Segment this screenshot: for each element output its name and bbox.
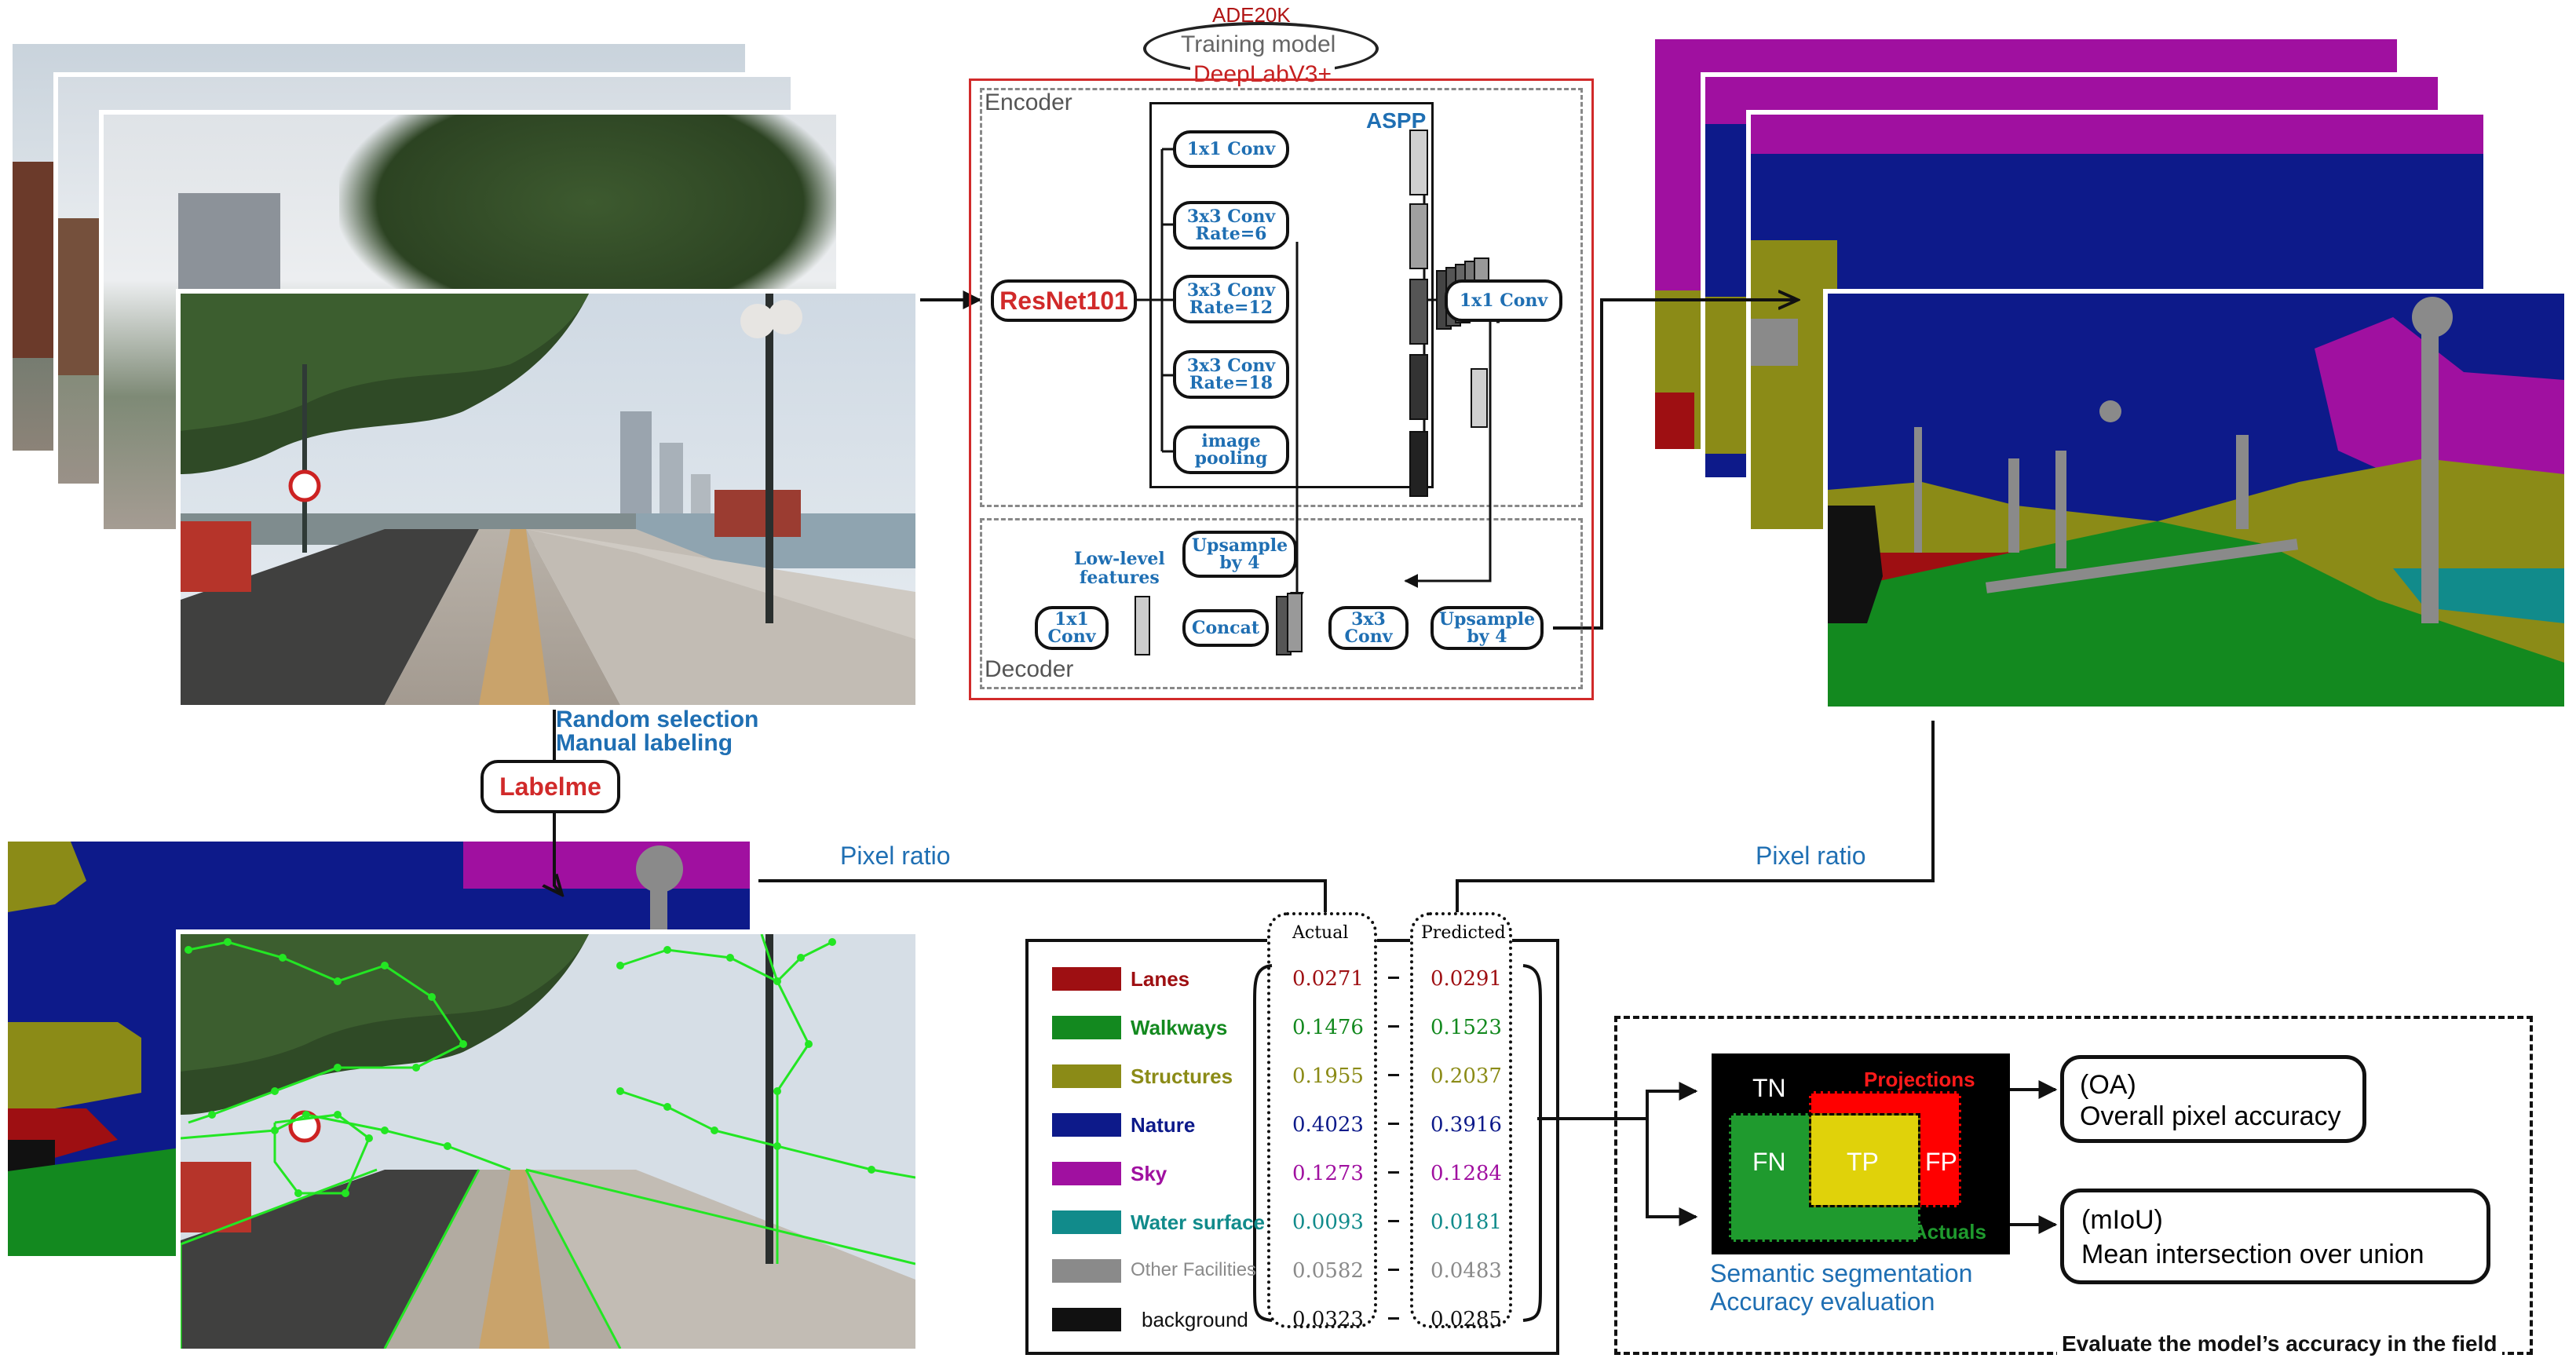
row-dash: [1388, 977, 1399, 979]
oa-full: Overall pixel accuracy: [2080, 1101, 2341, 1131]
predicted-column-box: [1410, 912, 1512, 1328]
actual-value: 0.1955: [1292, 1064, 1364, 1088]
projections-outline: [1809, 1091, 1961, 1207]
aspp-branch-rate6: 3x3 Conv Rate=6: [1173, 201, 1289, 250]
legend-class-name: background: [1142, 1308, 1248, 1331]
actual-header: Actual: [1292, 923, 1349, 943]
fp-label: FP: [1925, 1148, 1957, 1176]
legend-class-name: Structures: [1131, 1064, 1233, 1088]
legend-class-name: Walkways: [1131, 1016, 1228, 1039]
accuracy-eval-caption: Accuracy evaluation: [1710, 1287, 1935, 1316]
concat-node: Concat: [1182, 609, 1269, 647]
legend-class-name: Lanes: [1131, 967, 1190, 991]
row-dash: [1388, 1074, 1399, 1076]
miou-abbr: (mIoU): [2081, 1205, 2163, 1235]
encoder-box: [980, 88, 1583, 507]
oa-box: (OA) Overall pixel accuracy: [2060, 1055, 2366, 1143]
actuals-label: Actuals: [1913, 1220, 1986, 1243]
row-dash: [1388, 1171, 1399, 1174]
legend-swatch: [1052, 1016, 1121, 1039]
predicted-value: 0.1523: [1431, 1016, 1502, 1039]
predicted-value: 0.1284: [1431, 1162, 1502, 1185]
predicted-value: 0.0291: [1431, 967, 1502, 991]
network-frame: [969, 79, 1594, 700]
sky-region: [463, 842, 750, 889]
actual-value: 0.0323: [1292, 1308, 1364, 1331]
predicted-value: 0.0181: [1431, 1210, 1502, 1234]
legend-swatch: [1052, 1259, 1121, 1283]
actual-value: 0.0093: [1292, 1210, 1364, 1234]
predicted-value: 0.3916: [1431, 1113, 1502, 1137]
row-dash: [1388, 1220, 1399, 1222]
upsample-out-node: Upsample by 4: [1431, 606, 1544, 650]
decoder-1x1-conv: 1x1 Conv: [1035, 606, 1109, 650]
pixel-ratio-left: Pixel ratio: [840, 842, 951, 870]
row-dash: [1388, 1269, 1399, 1271]
predicted-value: 0.0483: [1431, 1259, 1502, 1283]
random-selection-label: Random selection: [556, 707, 759, 732]
aspp-branch-rate18: 3x3 Conv Rate=18: [1173, 350, 1289, 399]
row-dash: [1388, 1025, 1399, 1028]
legend-swatch: [1052, 1162, 1121, 1185]
legend-class-name: Nature: [1131, 1113, 1196, 1137]
decoder-3x3-conv: 3x3 Conv: [1328, 606, 1409, 650]
decoder-box: [980, 518, 1583, 689]
actual-column-box: [1267, 912, 1377, 1328]
legend-class-name: Other Facilities: [1131, 1259, 1257, 1280]
legend-swatch: [1052, 967, 1121, 991]
model-name-label: DeepLabV3+: [1190, 61, 1335, 88]
actual-value: 0.0271: [1292, 967, 1364, 991]
actual-value: 0.1273: [1292, 1162, 1364, 1185]
training-model-caption: Training model: [1181, 31, 1336, 57]
actual-value: 0.4023: [1292, 1113, 1364, 1137]
street-photo-front: [176, 289, 920, 710]
low-level-features-label: Low-level features: [1074, 549, 1165, 588]
aspp-branch-1x1-conv: 1x1 Conv: [1173, 130, 1289, 168]
predicted-segmentation: [1828, 294, 2564, 707]
evaluation-footer: Evaluate the model’s accuracy in the fie…: [2057, 1331, 2502, 1357]
legend-swatch: [1052, 1308, 1121, 1331]
manual-labeling-label: Manual labeling: [556, 730, 733, 756]
predicted-value: 0.0285: [1431, 1308, 1502, 1331]
aspp-branch-image-pooling: image pooling: [1173, 425, 1289, 474]
aspp-branch-rate12: 3x3 Conv Rate=12: [1173, 275, 1289, 323]
miou-full: Mean intersection over union: [2081, 1240, 2424, 1269]
actual-value: 0.0582: [1292, 1259, 1364, 1283]
legend-swatch: [1052, 1113, 1121, 1137]
resnet101-node: ResNet101: [991, 279, 1137, 322]
labelme-node: Labelme: [480, 760, 620, 813]
predicted-header: Predicted: [1421, 923, 1506, 943]
encoder-1x1-conv: 1x1 Conv: [1445, 279, 1562, 322]
actual-value: 0.1476: [1292, 1016, 1364, 1039]
decoder-title: Decoder: [985, 656, 1074, 682]
pred-mask-front: [1823, 289, 2569, 711]
table-braces: [1253, 964, 1542, 1322]
fn-label: FN: [1752, 1148, 1786, 1176]
legend-swatch: [1052, 1064, 1121, 1088]
tp-label: TP: [1847, 1148, 1879, 1176]
predicted-value: 0.2037: [1431, 1064, 1502, 1088]
pixel-ratio-right: Pixel ratio: [1756, 842, 1866, 870]
semantic-seg-caption: Semantic segmentation: [1710, 1259, 1973, 1287]
actuals-outline: [1729, 1113, 1920, 1242]
legend-class-name: Water surface: [1131, 1210, 1265, 1234]
encoder-title: Encoder: [985, 89, 1072, 115]
labeled-photo-front: [176, 929, 920, 1353]
projections-label: Projections: [1864, 1068, 1975, 1091]
aspp-title: ASPP: [1366, 108, 1427, 133]
row-dash: [1388, 1123, 1399, 1125]
legend-swatch: [1052, 1210, 1121, 1234]
row-dash: [1388, 1317, 1399, 1320]
legend-class-name: Sky: [1131, 1162, 1167, 1185]
street-scene: [181, 294, 915, 705]
aspp-box: [1149, 102, 1434, 488]
confusion-diagram: TN FN TP FP Projections Actuals: [1712, 1053, 2010, 1254]
miou-box: (mIoU) Mean intersection over union: [2060, 1189, 2490, 1284]
oa-abbr: (OA): [2080, 1070, 2136, 1100]
upsample-top-node: Upsample by 4: [1182, 531, 1297, 578]
labelme-annotations: [181, 934, 915, 1349]
tn-label: TN: [1752, 1074, 1786, 1102]
